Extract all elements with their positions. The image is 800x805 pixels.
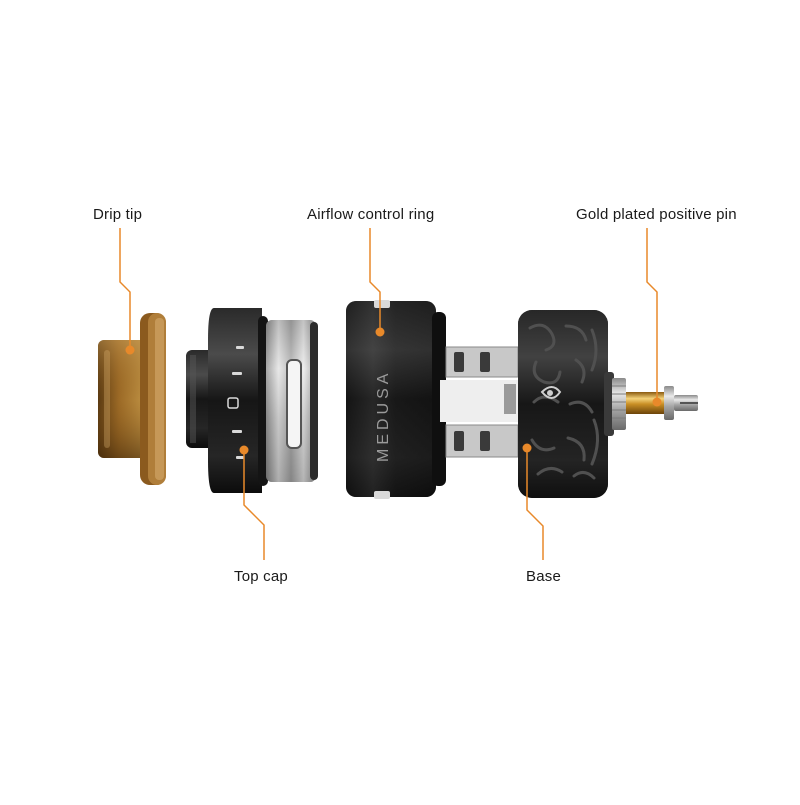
top-cap-part — [186, 308, 318, 493]
label-drip-tip: Drip tip — [93, 206, 143, 223]
airflow-ring-part: MEDUSA — [346, 300, 446, 499]
callout-dots — [125, 327, 662, 455]
base-logo-mark — [540, 386, 562, 399]
label-airflow-control-ring: Airflow control ring — [307, 206, 435, 223]
callout-top-cap — [243, 450, 265, 560]
top-cap-grooves — [227, 346, 244, 459]
positive-pin-part — [612, 378, 698, 430]
drip-tip-part — [98, 313, 166, 485]
label-top-cap: Top cap — [234, 568, 288, 585]
label-base: Base — [526, 568, 561, 585]
callout-dot-top-cap — [239, 445, 249, 455]
callout-positive-pin — [646, 228, 658, 402]
base-engraving-pattern — [528, 323, 599, 480]
callout-airflow-ring — [369, 228, 381, 332]
deck-posts — [440, 346, 520, 458]
callout-dot-positive-pin — [652, 397, 662, 407]
label-gold-plated-positive-pin: Gold plated positive pin — [576, 206, 737, 223]
brand-logo-text: MEDUSA — [375, 370, 392, 462]
callout-base — [526, 448, 544, 560]
callout-lines — [119, 228, 658, 560]
base-part — [518, 310, 614, 498]
callout-dot-airflow-ring — [375, 327, 385, 337]
callout-dot-base — [522, 443, 532, 453]
callout-dot-drip-tip — [125, 345, 135, 355]
callout-drip-tip — [119, 228, 131, 350]
